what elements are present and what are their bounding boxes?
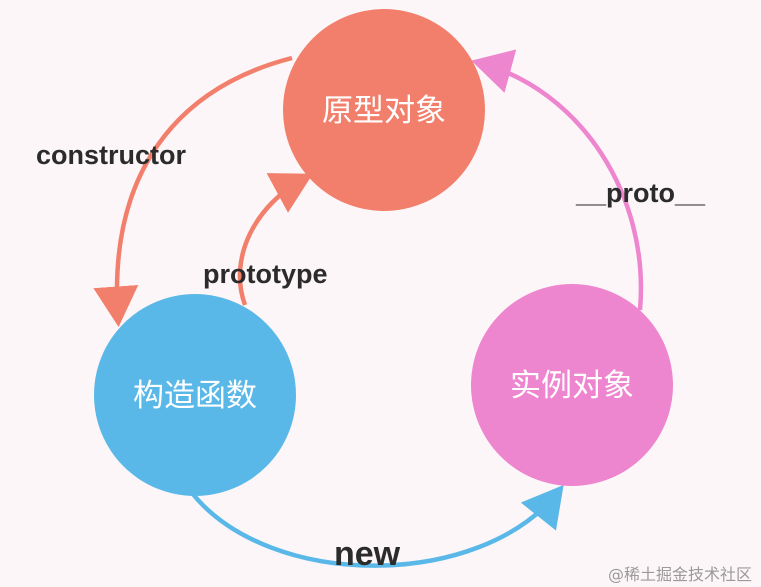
- constructor-circle: [94, 294, 296, 496]
- proto-edge-label: __proto__: [575, 178, 706, 208]
- constructor-label: 构造函数: [133, 378, 257, 414]
- proto-edge: [471, 49, 644, 311]
- instance-node: 实例对象: [471, 284, 673, 486]
- prototype-object-circle: [283, 9, 485, 211]
- prototype-edge-label: prototype: [203, 259, 328, 289]
- constructor-node: 构造函数: [94, 294, 296, 496]
- watermark: @稀土掘金技术社区: [608, 565, 752, 584]
- prototype-edge: [237, 173, 313, 306]
- new-edge: [190, 484, 564, 568]
- constructor-edge: [93, 55, 293, 327]
- new-edge-label: new: [334, 535, 401, 573]
- constructor-edge-label: constructor: [36, 140, 187, 170]
- instance-circle: [471, 284, 673, 486]
- prototype-object-label: 原型对象: [322, 93, 446, 129]
- instance-label: 实例对象: [510, 368, 634, 404]
- prototype-object-node: 原型对象: [283, 9, 485, 211]
